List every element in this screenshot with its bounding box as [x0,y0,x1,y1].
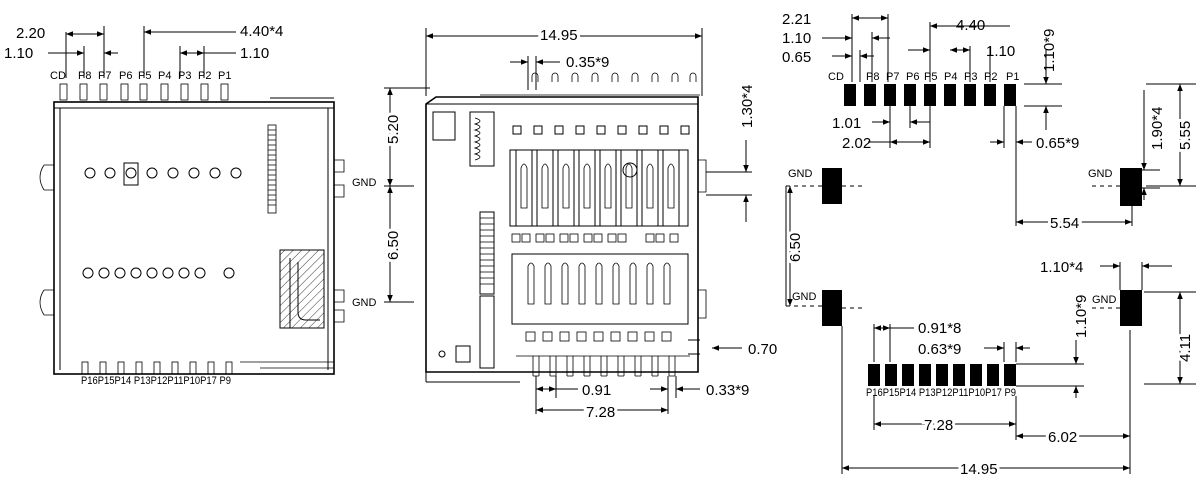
top-view-dimensions: 2.20 1.10 4.40*4 1.10 [4,23,283,78]
fp-pin-label-p7: P7 [886,71,899,83]
internal-view-dimensions: 14.95 14.95 0.35*9 5.20 5.20 6.50 6.50 1… [382,24,777,424]
fp-bottom-pin-labels: P16P15P14 P13P12P11P10P17 P9 [866,387,1016,399]
dim-2.21: 2.21 [782,11,811,28]
dim-1.30x4: 1.30*4 [739,85,756,128]
dim-5.20: 5.20 [385,115,402,144]
internal-view-small-squares [511,233,679,243]
internal-view-body [425,96,707,383]
dim-0.33x9: 0.33*9 [706,382,749,399]
dim-1.10-left: 1.10 [4,45,33,62]
fp-pin-label-p8: P8 [866,71,879,83]
bottom-pin-labels: P16P15P14 P13P12P11P10P17 P9 [81,375,231,387]
pin-label-p4: P4 [158,70,171,82]
dim-14.95-fp: 14.95 [960,461,998,478]
dim-1.10-right: 1.10 [240,45,269,62]
pin-label-cd: CD [50,70,66,82]
dim-2.20: 2.20 [16,25,45,42]
dim-1.10x9-top: 1.10*9 [1041,29,1058,72]
pin-label-p1: P1 [218,70,231,82]
dim-5.54: 5.54 [1050,215,1079,232]
dim-6.50-halo: 6.50 [385,231,402,260]
top-view: 2.20 1.10 4.40*4 1.10 CD P8 P7 P6 P5 P4 … [4,23,377,387]
dim-1.10-left: 1.10 [782,30,811,47]
dim-4.40x4: 4.40*4 [240,23,283,40]
dim-6.50: 6.50 [385,231,402,260]
dim-2.02: 2.02 [842,135,871,152]
footprint-gnd-pads: GND GND GND GND [786,168,1142,326]
dim-4.11: 4.11 [1177,334,1194,362]
top-view-lower-contacts [82,267,235,279]
dim-1.10x4: 1.10*4 [1040,259,1083,276]
internal-view-bottom-squares [525,331,672,342]
fp-pin-label-p2: P2 [984,71,997,83]
dim-7.28: 7.28 [586,404,615,421]
pin-label-p2: P2 [198,70,211,82]
top-view-top-pins [59,83,229,101]
dim-6.50-fp: 6.50 [787,233,804,262]
pin-label-p7: P7 [98,70,111,82]
fp-pin-label-p1: P1 [1006,71,1019,83]
dim-0.91: 0.91 [582,382,611,399]
footprint-lower-dimensions: 6.50 6.50 1.10*4 1.10*9 4.11 4.11 0.91*8 [784,186,1197,481]
pin-label-p6: P6 [119,70,132,82]
dim-0.65x9: 0.65*9 [1036,135,1079,152]
dim-7.28-fp: 7.28 [924,417,953,434]
internal-view-top-pins [480,72,700,96]
dim-1.01: 1.01 [832,115,861,132]
dim-7.28-halo: 7.28 [586,404,615,421]
dim-5.55: 5.55 [1177,121,1194,150]
fp-gnd-label-ur: GND [1088,168,1113,180]
dim-4.11-halo: 4.11 [1177,334,1194,362]
fp-gnd-label-lr: GND [1092,294,1117,306]
top-view-pin-labels: CD P8 P7 P6 P5 P4 P3 P2 P1 [50,70,231,82]
fp-pin-label-cd: CD [828,71,844,83]
fp-pin-label-p3: P3 [964,71,977,83]
internal-view-squares-row [512,125,690,135]
dim-0.91x8: 0.91*8 [918,320,961,337]
dim-0.65: 0.65 [782,49,811,66]
footprint-top-dimensions: 2.21 1.10 0.65 4.40 1.10 1.10*9 [782,11,1062,130]
dim-0.35x9: 0.35*9 [566,54,609,71]
fp-gnd-label-ul: GND [788,168,813,180]
dim-5.20-halo: 5.20 [385,115,402,144]
top-view-bottom-pins [81,361,233,375]
dim-14.95-fp-halo: 14.95 [960,461,998,478]
internal-view-upper-springs [509,149,689,227]
gnd-label-upper: GND [352,177,377,189]
fp-pin-label-p4: P4 [944,71,957,83]
footprint-view: 2.21 1.10 0.65 4.40 1.10 1.10*9 [782,11,1197,481]
top-view-upper-contacts [84,167,242,179]
dim-5.54-halo: 5.54 [1050,215,1079,232]
internal-view-lower-springs [511,253,689,325]
dim-0.70: 0.70 [748,341,777,358]
footprint-top-pin-labels: CD P8 P7 P6 P5 P4 P3 P2 P1 [828,71,1019,83]
dim-1.10x9-bottom: 1.10*9 [1073,295,1090,338]
internal-view: 14.95 14.95 0.35*9 5.20 5.20 6.50 6.50 1… [382,24,777,424]
dim-1.90x4: 1.90*4 [1149,107,1166,150]
dim-5.55-halo: 5.55 [1177,121,1194,150]
fp-pin-label-p6: P6 [906,71,919,83]
gnd-label-lower: GND [352,297,377,309]
footprint-top-pads [844,84,1016,106]
footprint-mid-dimensions: 1.01 2.02 0.65*9 1.90*4 5.55 5.55 5.54 5… [832,83,1197,235]
fp-gnd-label-ll: GND [792,291,817,303]
dim-6.50-halo: 6.50 [787,233,804,262]
pin-label-p3: P3 [178,70,191,82]
dim-6.02-halo: 6.02 [1048,429,1077,446]
dim-6.02: 6.02 [1048,429,1077,446]
fp-pin-label-p5: P5 [924,71,937,83]
pin-label-p8: P8 [78,70,91,82]
pin-label-p5: P5 [138,70,151,82]
dim-7.28-fp-halo: 7.28 [924,417,953,434]
internal-view-bottom-pins [516,355,690,377]
dim-0.63x9: 0.63*9 [918,341,961,358]
top-view-body [39,97,345,375]
dim-1.10-right: 1.10 [986,43,1015,60]
dim-14.95: 14.95 [540,27,578,44]
dim-14.95-halo: 14.95 [540,27,578,44]
footprint-bottom-pads [868,364,1016,386]
